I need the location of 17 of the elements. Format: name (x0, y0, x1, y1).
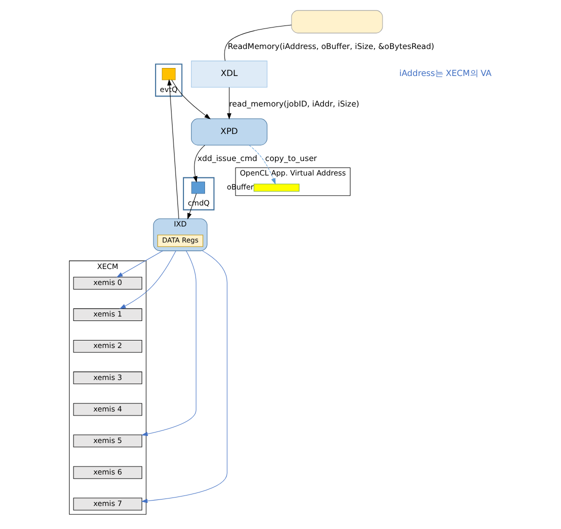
arrow (116, 250, 164, 278)
arrow (248, 144, 276, 185)
connector (224, 24, 292, 62)
label: iAddress는 XECM의 VA (399, 68, 492, 78)
arrow (167, 79, 180, 219)
node-box: XDL (191, 60, 268, 88)
node-box: XPD (191, 118, 268, 146)
node-box (162, 68, 176, 80)
arrow (171, 80, 211, 120)
node-bar (254, 184, 300, 192)
arrow (227, 87, 232, 120)
arrow (119, 250, 176, 309)
node-box (191, 182, 206, 194)
arrow (141, 250, 228, 504)
arrow (193, 144, 206, 183)
arrow (141, 250, 196, 436)
node-box (291, 10, 383, 34)
